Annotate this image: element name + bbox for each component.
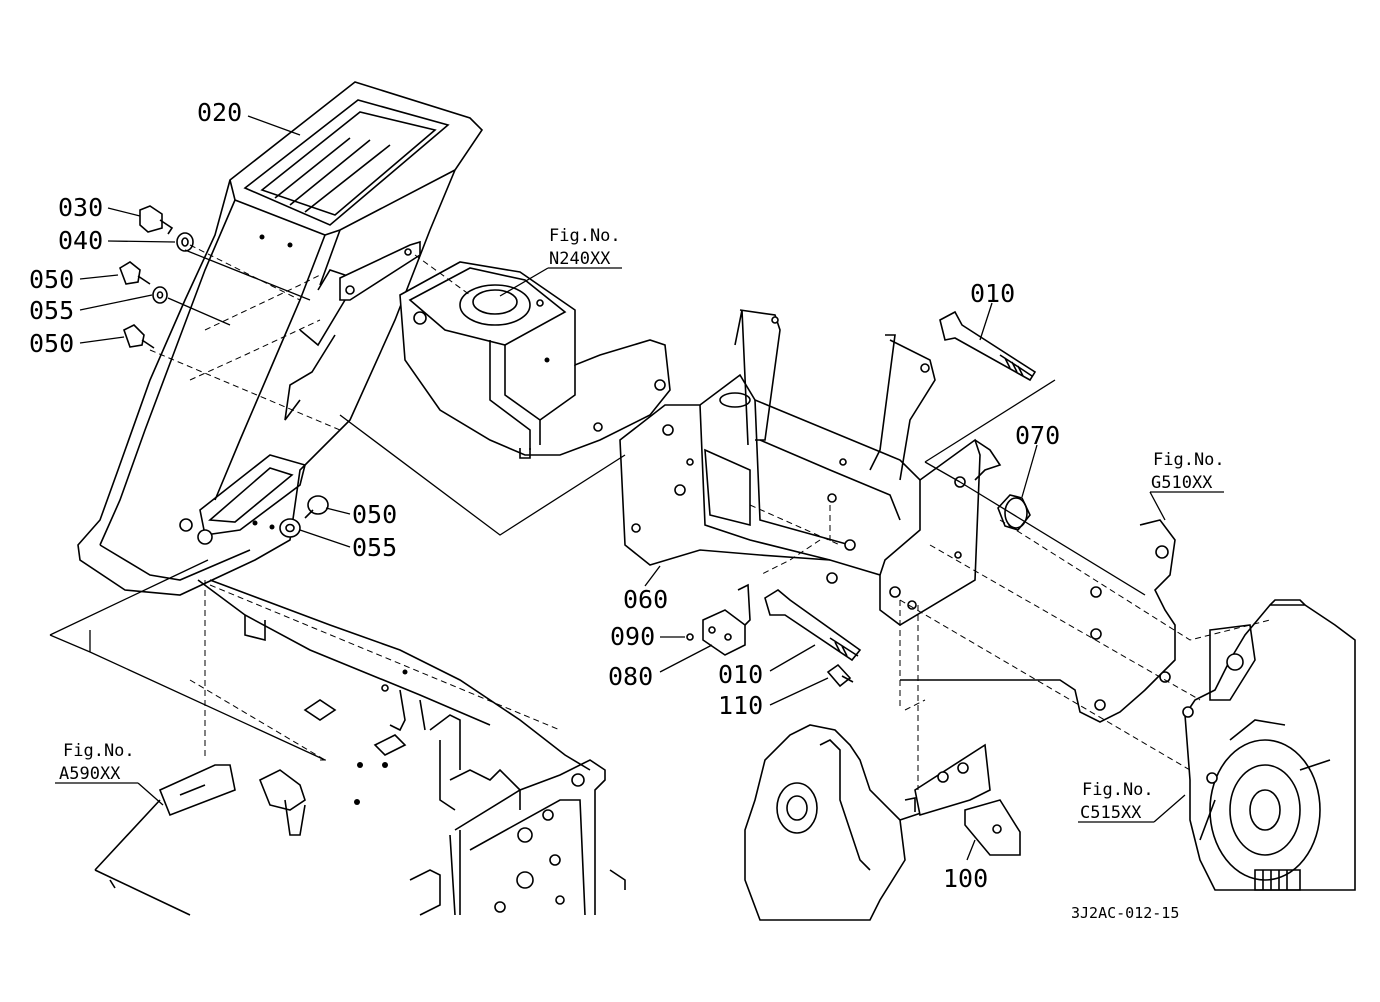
part-labels: 020 030 040 050 055 050 050 055 010 070 …: [29, 98, 1060, 893]
fig-code-a590: A590XX: [59, 764, 121, 784]
assembly-lines: [149, 244, 1271, 790]
bolt-050-c: [304, 495, 329, 519]
spacer-070: [997, 494, 1031, 531]
bracket-n240: [399, 261, 671, 459]
part-label-050: 050: [352, 500, 397, 529]
part-label-060: 060: [623, 585, 668, 614]
washer-055-a: [152, 286, 168, 304]
frame-g510: [900, 519, 1176, 723]
fig-caption-n240: Fig.No.: [549, 226, 621, 246]
part-label-040: 040: [58, 226, 103, 255]
fig-caption-c515: Fig.No.: [1082, 780, 1154, 800]
part-label-030: 030: [58, 193, 103, 222]
part-label-050: 050: [29, 329, 74, 358]
part-label-050: 050: [29, 265, 74, 294]
leader-lines: [55, 115, 1224, 861]
drawing-code: 3J2AC-012-15: [1071, 904, 1179, 922]
part-label-010: 010: [970, 279, 1015, 308]
housing-c515: [744, 599, 1356, 921]
fig-code-g510: G510XX: [1151, 473, 1213, 493]
part-label-020: 020: [197, 98, 242, 127]
reference-lines: [49, 249, 1146, 761]
fig-code-n240: N240XX: [549, 249, 611, 269]
part-label-010: 010: [718, 660, 763, 689]
part-label-080: 080: [608, 662, 653, 691]
bolt-050-a: [119, 261, 151, 285]
part-label-070: 070: [1015, 421, 1060, 450]
bolt-110: [826, 663, 854, 688]
part-label-100: 100: [943, 864, 988, 893]
fig-code-c515: C515XX: [1080, 803, 1142, 823]
column-bracket-020: [77, 81, 484, 596]
part-label-090: 090: [610, 622, 655, 651]
fig-caption-g510: Fig.No.: [1153, 450, 1225, 470]
bracket-100: [904, 743, 1021, 856]
hinge-plate: [339, 240, 421, 301]
figure-references: Fig.No. N240XX Fig.No. G510XX Fig.No. A5…: [59, 226, 1225, 823]
main-frame-060: [619, 309, 1002, 626]
fig-caption-a590: Fig.No.: [63, 741, 135, 761]
washer-040: [176, 232, 194, 252]
bolt-010-lower: [764, 589, 862, 662]
frame-a590: [94, 579, 626, 916]
part-label-055: 055: [352, 533, 397, 562]
part-label-055: 055: [29, 296, 74, 325]
bracket-080: [686, 583, 751, 656]
part-label-110: 110: [718, 691, 763, 720]
washer-055-b: [279, 518, 301, 538]
bolt-030: [139, 205, 174, 235]
bolt-010-upper: [939, 310, 1037, 382]
bolt-050-b: [123, 324, 155, 349]
